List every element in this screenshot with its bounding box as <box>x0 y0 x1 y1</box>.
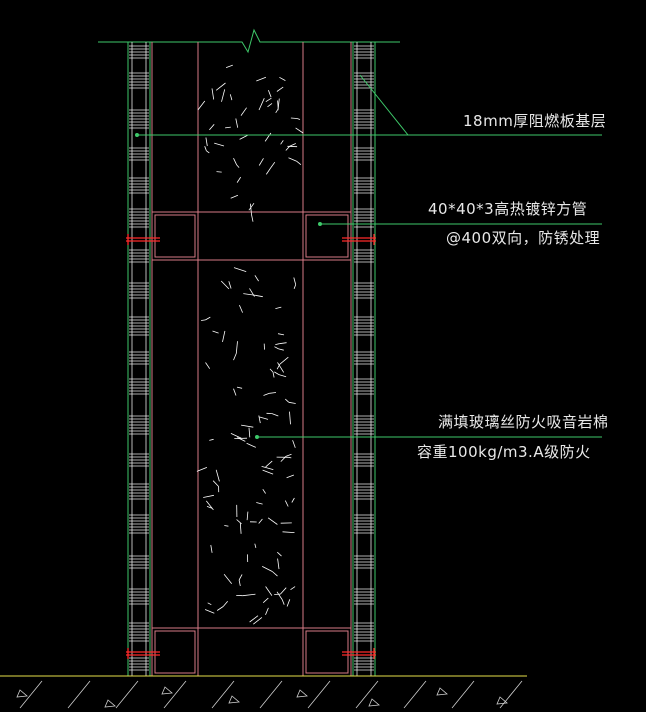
anchor-lower-left <box>126 648 160 659</box>
steel-tube-upper-left <box>151 211 199 261</box>
tube-label-line2: @400双向，防锈处理 <box>446 229 601 247</box>
wool-label-line1: 满填玻璃丝防火吸音岩棉 <box>438 413 609 431</box>
leader-wool <box>255 435 602 439</box>
steel-tube-upper-right <box>302 211 352 261</box>
anchor-upper-left <box>126 234 160 245</box>
leader-board <box>135 74 602 137</box>
top-break-line <box>98 28 400 54</box>
ground-hatch <box>16 680 523 709</box>
board-label: 18mm厚阻燃板基层 <box>463 112 607 130</box>
fire-retardant-board-left <box>127 41 151 677</box>
anchor-upper-right <box>342 234 376 245</box>
wool-label-line2: 容重100kg/m3.A级防火 <box>417 443 591 461</box>
leader-tube <box>318 222 602 226</box>
anchor-lower-right <box>342 648 376 659</box>
stud-frame <box>151 42 352 676</box>
rock-wool-fill <box>196 64 304 625</box>
fire-retardant-board-right <box>352 41 376 677</box>
tube-label-line1: 40*40*3高热镀锌方管 <box>428 200 588 218</box>
